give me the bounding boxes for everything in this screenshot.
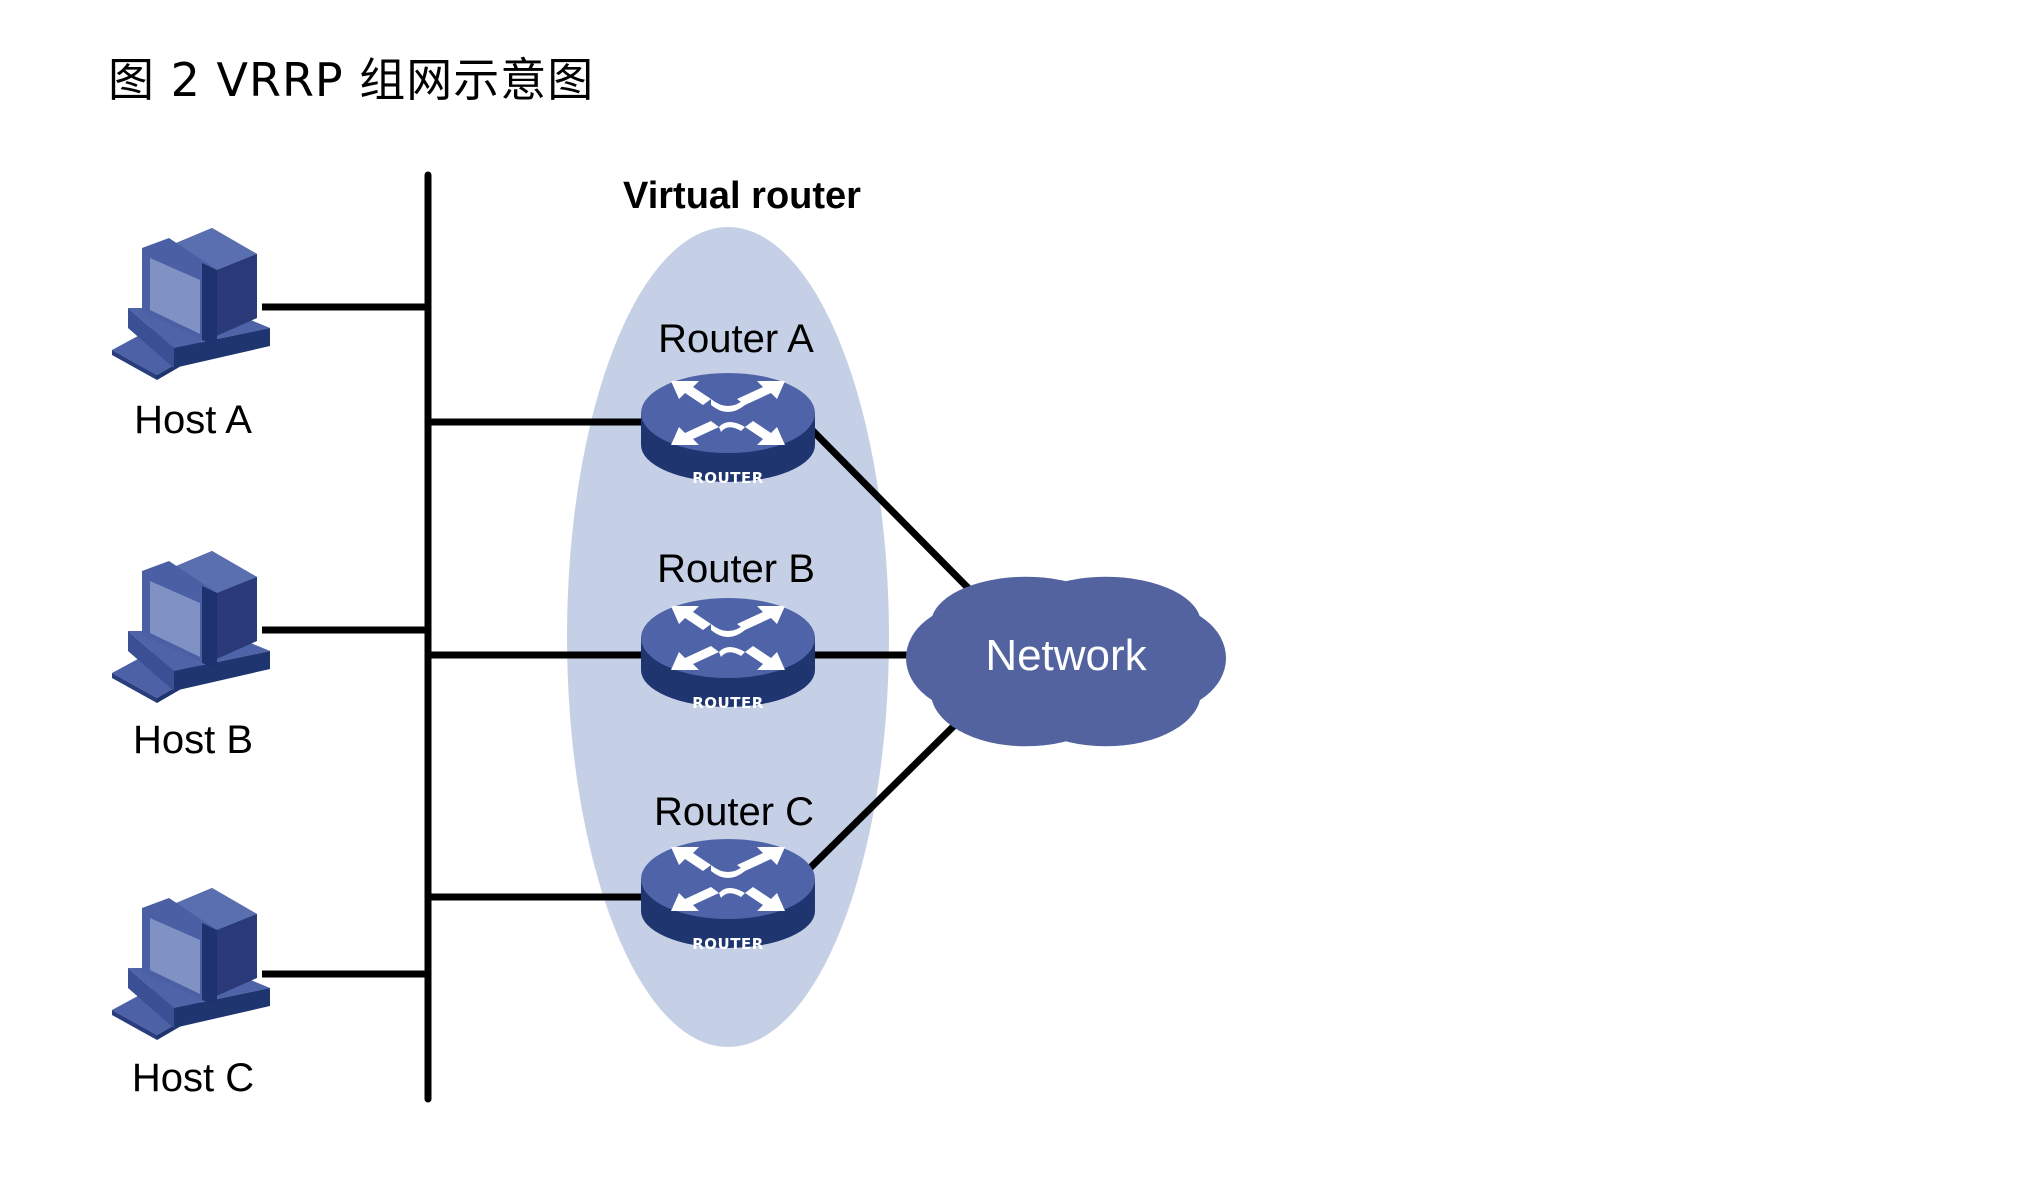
router-a[interactable]: Router A ROUTER — [641, 317, 815, 487]
router-icon — [641, 598, 815, 707]
host-a[interactable]: Host A — [112, 228, 270, 442]
computer-icon — [112, 888, 270, 1040]
computer-icon — [112, 551, 270, 703]
link-router-c-network — [807, 709, 971, 871]
router-device-text: ROUTER — [692, 469, 764, 487]
figure-title: 图 2 VRRP 组网示意图 — [108, 53, 595, 107]
link-router-a-network — [809, 427, 978, 598]
host-b[interactable]: Host B — [112, 551, 270, 762]
router-device-text: ROUTER — [692, 694, 764, 712]
virtual-router-label: Virtual router — [623, 175, 861, 217]
router-icon — [641, 373, 815, 482]
host-label: Host A — [134, 398, 252, 442]
router-label: Router A — [658, 317, 814, 361]
router-device-text: ROUTER — [692, 935, 764, 953]
router-c[interactable]: Router C ROUTER — [641, 790, 815, 953]
router-label: Router B — [657, 547, 815, 591]
router-label: Router C — [654, 790, 814, 834]
router-b[interactable]: Router B ROUTER — [641, 547, 815, 712]
host-c[interactable]: Host C — [112, 888, 270, 1100]
host-label: Host C — [132, 1056, 254, 1100]
network-label: Network — [985, 631, 1147, 680]
computer-icon — [112, 228, 270, 380]
router-icon — [641, 839, 815, 948]
network-cloud[interactable]: Network — [906, 576, 1226, 747]
host-label: Host B — [133, 718, 253, 762]
